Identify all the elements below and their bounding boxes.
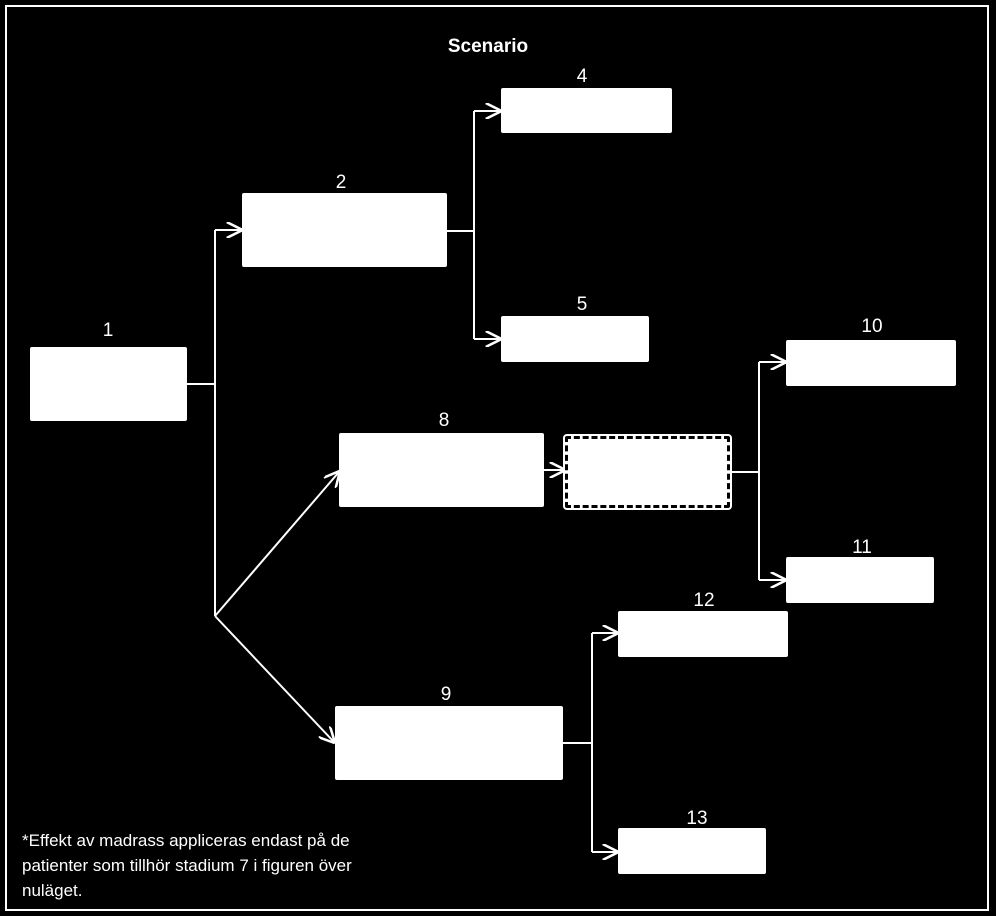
node-10-label: 10 [861, 316, 883, 337]
node-12-label: 12 [693, 590, 715, 611]
node-11-label: 11 [852, 537, 872, 558]
node-9-label: 9 [440, 684, 452, 705]
node-10-box [786, 340, 956, 386]
diagram-title: Scenario [447, 36, 529, 57]
node-4-label: 4 [576, 66, 588, 87]
node-1-box [30, 347, 187, 421]
node-13-label: 13 [686, 808, 708, 829]
node-2-box [242, 193, 447, 267]
node-8-box [339, 433, 544, 507]
node-5-box [501, 316, 649, 362]
edge-1-9 [214, 615, 334, 742]
footnote: *Effekt av madrass appliceras endast på … [22, 831, 352, 900]
node-12-box [618, 611, 788, 657]
node-1-label: 1 [102, 320, 114, 341]
node-5-label: 5 [576, 294, 588, 315]
node-9-box [335, 706, 563, 780]
node-11-box [786, 557, 934, 603]
edge-1-8 [214, 472, 339, 617]
node-4-box [501, 88, 672, 133]
diagram-frame [5, 5, 989, 911]
dashed-node-box [563, 434, 732, 510]
node-8-label: 8 [438, 410, 450, 431]
node-13-box [618, 828, 766, 874]
node-2-label: 2 [335, 172, 347, 193]
